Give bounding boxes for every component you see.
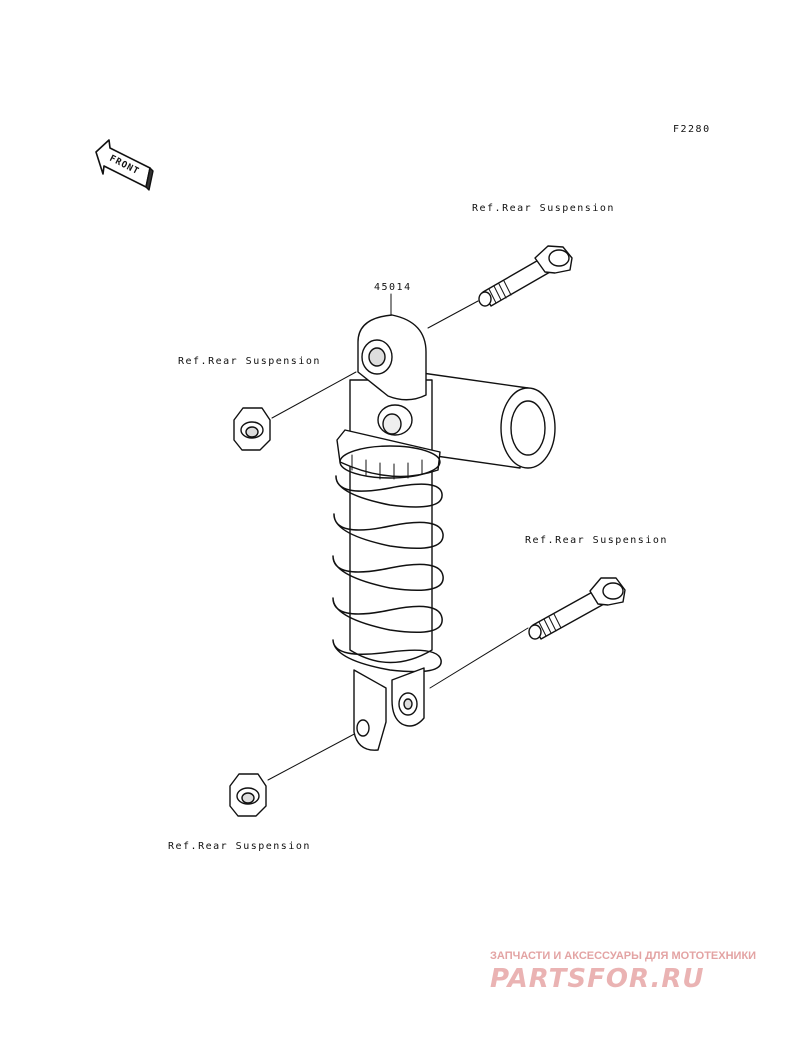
leader-upper-nut bbox=[271, 371, 357, 419]
leader-lower-bolt bbox=[429, 627, 529, 689]
part-number-45014[interactable]: 45014 bbox=[374, 282, 412, 293]
ref-label-upper-bolt[interactable]: Ref.Rear Suspension bbox=[472, 203, 615, 214]
ref-label-lower-bolt[interactable]: Ref.Rear Suspension bbox=[525, 535, 668, 546]
watermark-subtitle: ЗАПЧАСТИ И АКСЕССУАРЫ ДЛЯ МОТОТЕХНИКИ bbox=[490, 950, 757, 962]
shock-absorber bbox=[332, 314, 556, 751]
leader-upper-bolt bbox=[427, 300, 479, 329]
upper-bolt bbox=[478, 245, 573, 307]
leader-lower-nut bbox=[267, 730, 361, 781]
ref-label-upper-nut[interactable]: Ref.Rear Suspension bbox=[178, 356, 321, 367]
watermark-logo: PARTSFOR.RU bbox=[490, 964, 705, 994]
lower-bolt bbox=[528, 577, 626, 640]
figure-code: F2280 bbox=[673, 124, 711, 135]
ref-label-lower-nut[interactable]: Ref.Rear Suspension bbox=[168, 841, 311, 852]
front-arrow-icon: FRONT bbox=[95, 139, 154, 191]
leader-lines bbox=[267, 293, 529, 781]
upper-nut bbox=[233, 407, 271, 451]
lower-nut bbox=[229, 773, 267, 817]
